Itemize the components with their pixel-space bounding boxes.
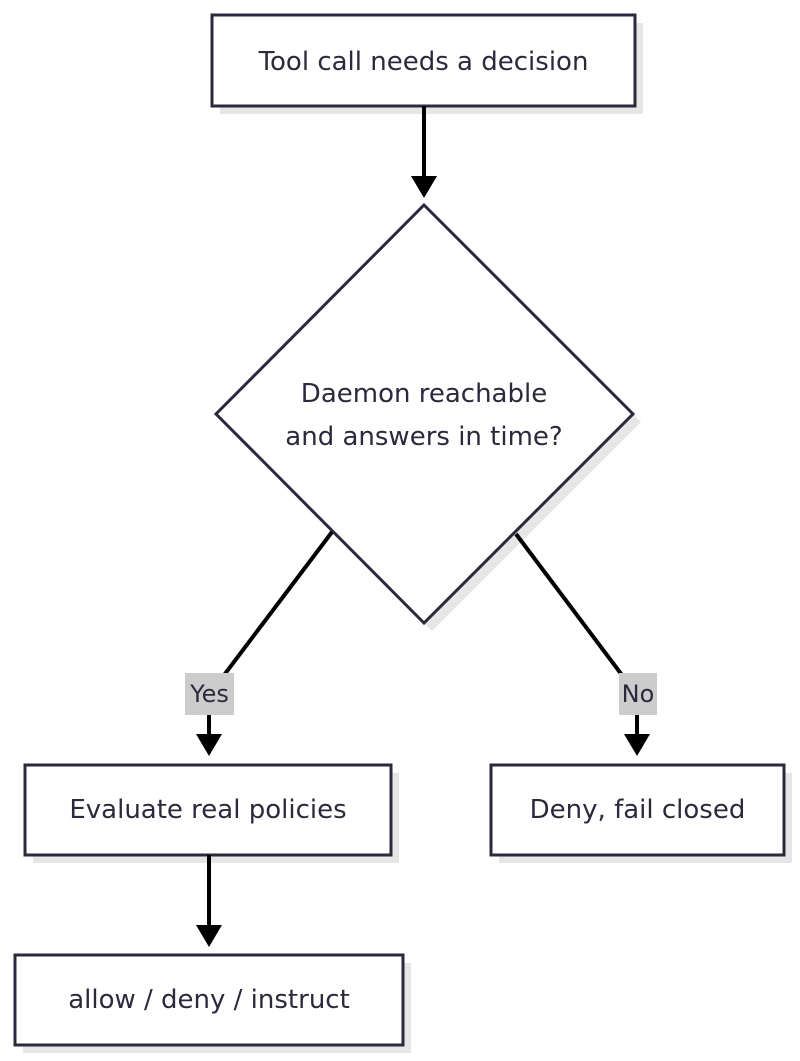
- decision-node-diamond: [213, 202, 636, 626]
- deny-node-box: [489, 763, 786, 857]
- no-label-background: [619, 673, 657, 715]
- evaluate-node-label: Evaluate real policies: [69, 795, 346, 825]
- edge-line: [514, 532, 639, 735]
- edge-evaluate-to-result: [196, 855, 222, 947]
- start-node-box: [210, 13, 637, 108]
- decision-node: Daemon reachable and answers in time?: [213, 202, 641, 631]
- evaluate-node: Evaluate real policies: [23, 763, 399, 863]
- result-node: allow / deny / instruct: [13, 953, 411, 1053]
- arrowhead: [411, 176, 437, 198]
- start-node-label: Tool call needs a decision: [258, 47, 589, 77]
- edge-start-to-decision: [411, 106, 437, 198]
- decision-node-label-line2: and answers in time?: [285, 422, 562, 452]
- arrowhead: [196, 925, 222, 947]
- yes-label-background: [185, 673, 234, 715]
- yes-label: Yes: [189, 680, 229, 708]
- decision-node-label-line1: Daemon reachable: [301, 379, 547, 409]
- deny-node: Deny, fail closed: [489, 763, 792, 863]
- evaluate-node-box: [23, 763, 393, 857]
- no-label: No: [622, 680, 655, 708]
- result-node-box: [13, 953, 405, 1047]
- start-node: Tool call needs a decision: [210, 13, 643, 114]
- arrowhead: [196, 734, 222, 756]
- edge-yes: Yes: [185, 530, 334, 756]
- deny-node-label: Deny, fail closed: [530, 795, 746, 825]
- result-node-label: allow / deny / instruct: [68, 985, 350, 1015]
- arrowhead: [624, 734, 650, 756]
- edge-no: No: [514, 532, 657, 756]
